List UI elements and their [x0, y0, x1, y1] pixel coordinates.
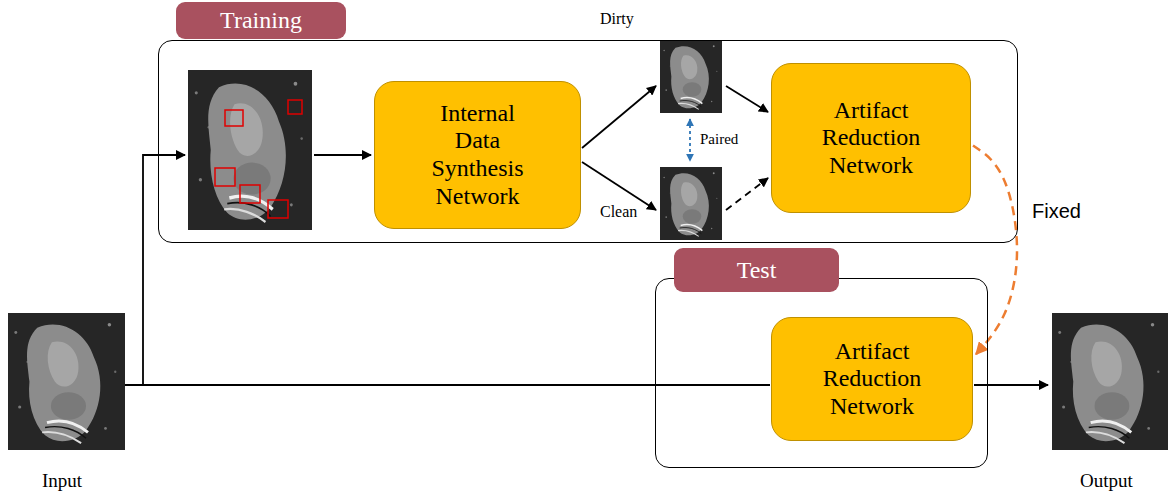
patch-box — [215, 168, 235, 186]
panel-title: Training — [220, 7, 302, 34]
clean-to-network-wire — [726, 178, 768, 210]
network-label: Internal Data Synthesis Network — [418, 100, 538, 210]
output-ct-image — [1052, 313, 1168, 450]
dirty-ct-image — [660, 40, 722, 113]
branch-wire — [143, 155, 185, 385]
dirty-wire — [582, 86, 656, 148]
panel-tab: Test — [674, 248, 839, 292]
stage-panel: TrainingInternal Data Synthesis NetworkA… — [158, 40, 1018, 243]
patch-box — [288, 100, 302, 114]
network-label: Artifact Reduction Network — [807, 338, 937, 421]
pair-label: Paired — [698, 131, 740, 148]
input-wire — [125, 384, 770, 386]
image-caption: Output — [1078, 470, 1135, 492]
patch-box — [268, 200, 288, 218]
stage-panel: TestArtifact Reduction Network — [655, 278, 988, 468]
network-box: Artifact Reduction Network — [771, 317, 973, 441]
image-to-synthesis-wire — [314, 154, 371, 156]
network-box: Internal Data Synthesis Network — [374, 81, 581, 229]
network-label: Artifact Reduction Network — [806, 97, 936, 180]
network-box: Artifact Reduction Network — [771, 63, 971, 213]
output-wire — [974, 384, 1048, 386]
patch-box — [225, 110, 243, 126]
arrow-label: Dirty — [598, 10, 636, 28]
image-caption: Input — [40, 470, 84, 492]
arrow-label: Clean — [598, 203, 639, 221]
panel-title: Test — [737, 257, 777, 284]
clean-ct-image — [660, 167, 722, 240]
patch-boxes — [215, 100, 302, 218]
dirty-to-network-wire — [726, 86, 768, 112]
paired-arrow — [689, 119, 691, 161]
input-ct-image — [8, 313, 125, 450]
fixed-weights-arrow — [973, 146, 1017, 355]
training-ct-image — [188, 70, 312, 230]
edge-label: Fixed — [1030, 200, 1083, 223]
panel-tab: Training — [176, 2, 346, 39]
patch-box — [240, 185, 260, 203]
